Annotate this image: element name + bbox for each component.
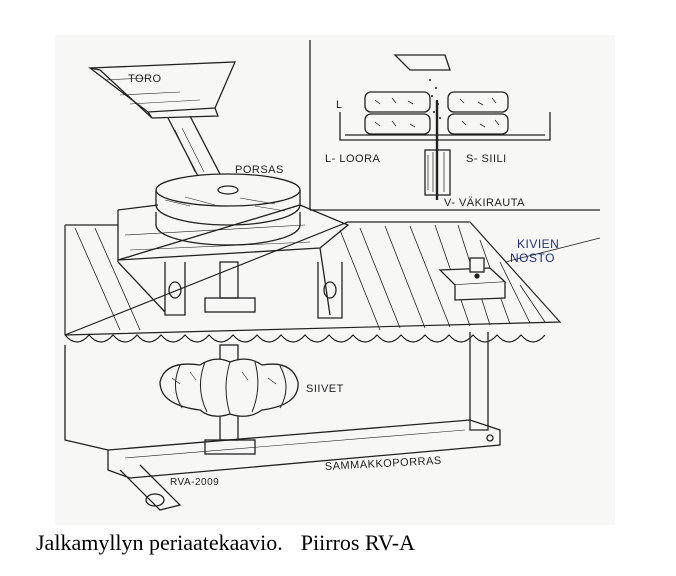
caption-credit: Piirros RV-A [300,530,415,555]
front-rail [119,464,182,511]
label-siivet: SIIVET [306,383,344,395]
stone-frame [117,204,350,319]
hopper-toro [88,61,237,119]
vakirauta-post [424,149,451,196]
paper-background [55,35,615,525]
millstones [155,173,301,246]
inset-lower-stone-right [447,113,509,135]
loora-trough [339,112,551,141]
grain-chute [393,54,451,71]
stone-texture [374,97,500,128]
wheel-siivet [159,358,299,417]
caption-title: Jalkamyllyn periaatekaavio. [36,530,283,555]
lower-beam [107,419,501,479]
label-loora-letter: L [336,99,343,111]
back-post [469,332,489,431]
deck-scallop-edge [64,334,546,343]
upper-shaft [219,261,239,299]
stone-lifter [438,257,507,301]
annotation-pointer [504,237,601,263]
label-porsas: PORSAS [235,164,284,176]
inset-upper-stone-right [447,91,509,113]
inset-lower-stone-left [364,113,431,135]
label-vakirauta: V- VÄKIRAUTA [444,197,525,209]
inset-upper-stone-left [364,91,431,113]
label-toro: TORO [128,73,162,85]
mill-diagram-sketch: TORO PORSAS L L- LOORA S- SIILI V- VÄKIR… [55,35,615,525]
label-loora: L- LOORA [325,153,381,165]
figure-caption: Jalkamyllyn periaatekaavio. Piirros RV-A [36,530,415,556]
front-post [64,345,109,451]
label-siili: S- SIILI [466,153,507,165]
label-kivien: KIVIEN [517,237,559,251]
label-nosto: NOSTO [510,251,555,265]
inset-detail [309,40,600,211]
stone-eye [217,185,239,195]
label-signature: RVA-2009 [170,477,219,488]
